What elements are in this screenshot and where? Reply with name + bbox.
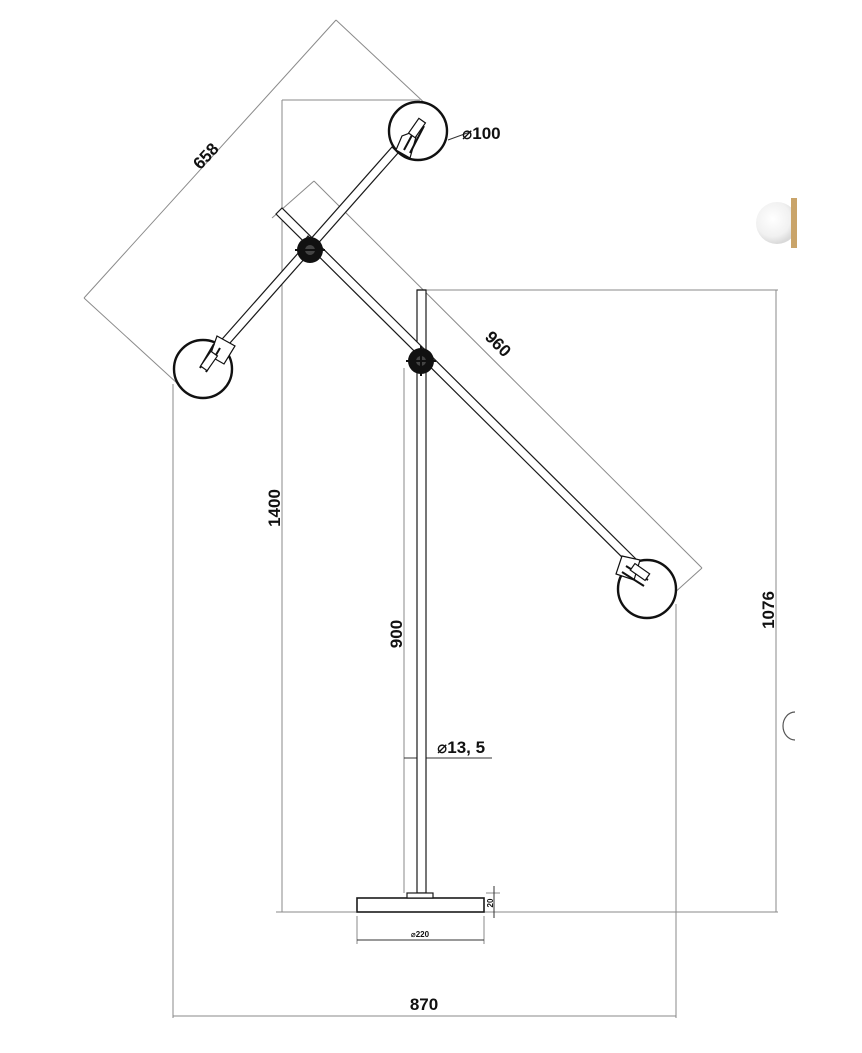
lamp-parts xyxy=(172,100,862,913)
base-diameter-label: ⌀220 xyxy=(411,930,430,939)
base-thickness-label: 20 xyxy=(486,898,495,907)
dimension-labels: 658 960 ⌀100 1400 900 1076 ⌀13, 5 ⌀220 2… xyxy=(189,124,778,1014)
base-plate xyxy=(356,897,485,913)
dimension-lines xyxy=(83,19,778,1018)
shade-diameter-label: ⌀100 xyxy=(462,124,501,143)
lower-arm-length-label: 960 xyxy=(481,327,514,360)
total-width-label: 870 xyxy=(410,995,438,1014)
left-globe-shade xyxy=(172,335,236,400)
upper-pivot-knob xyxy=(295,237,325,263)
pole-diameter-label: ⌀13, 5 xyxy=(437,738,485,757)
right-globe-shade xyxy=(615,555,678,620)
lower-pivot-knob xyxy=(406,346,436,376)
top-globe-shade xyxy=(387,100,449,162)
pole xyxy=(416,289,427,894)
lower-arm xyxy=(275,207,644,573)
total-height-label: 1400 xyxy=(265,489,284,527)
pole-height-label: 900 xyxy=(387,620,406,648)
pivot-height-label: 1076 xyxy=(759,591,778,629)
partial-globe-image xyxy=(756,190,862,741)
upper-arm-length-label: 658 xyxy=(189,139,222,173)
